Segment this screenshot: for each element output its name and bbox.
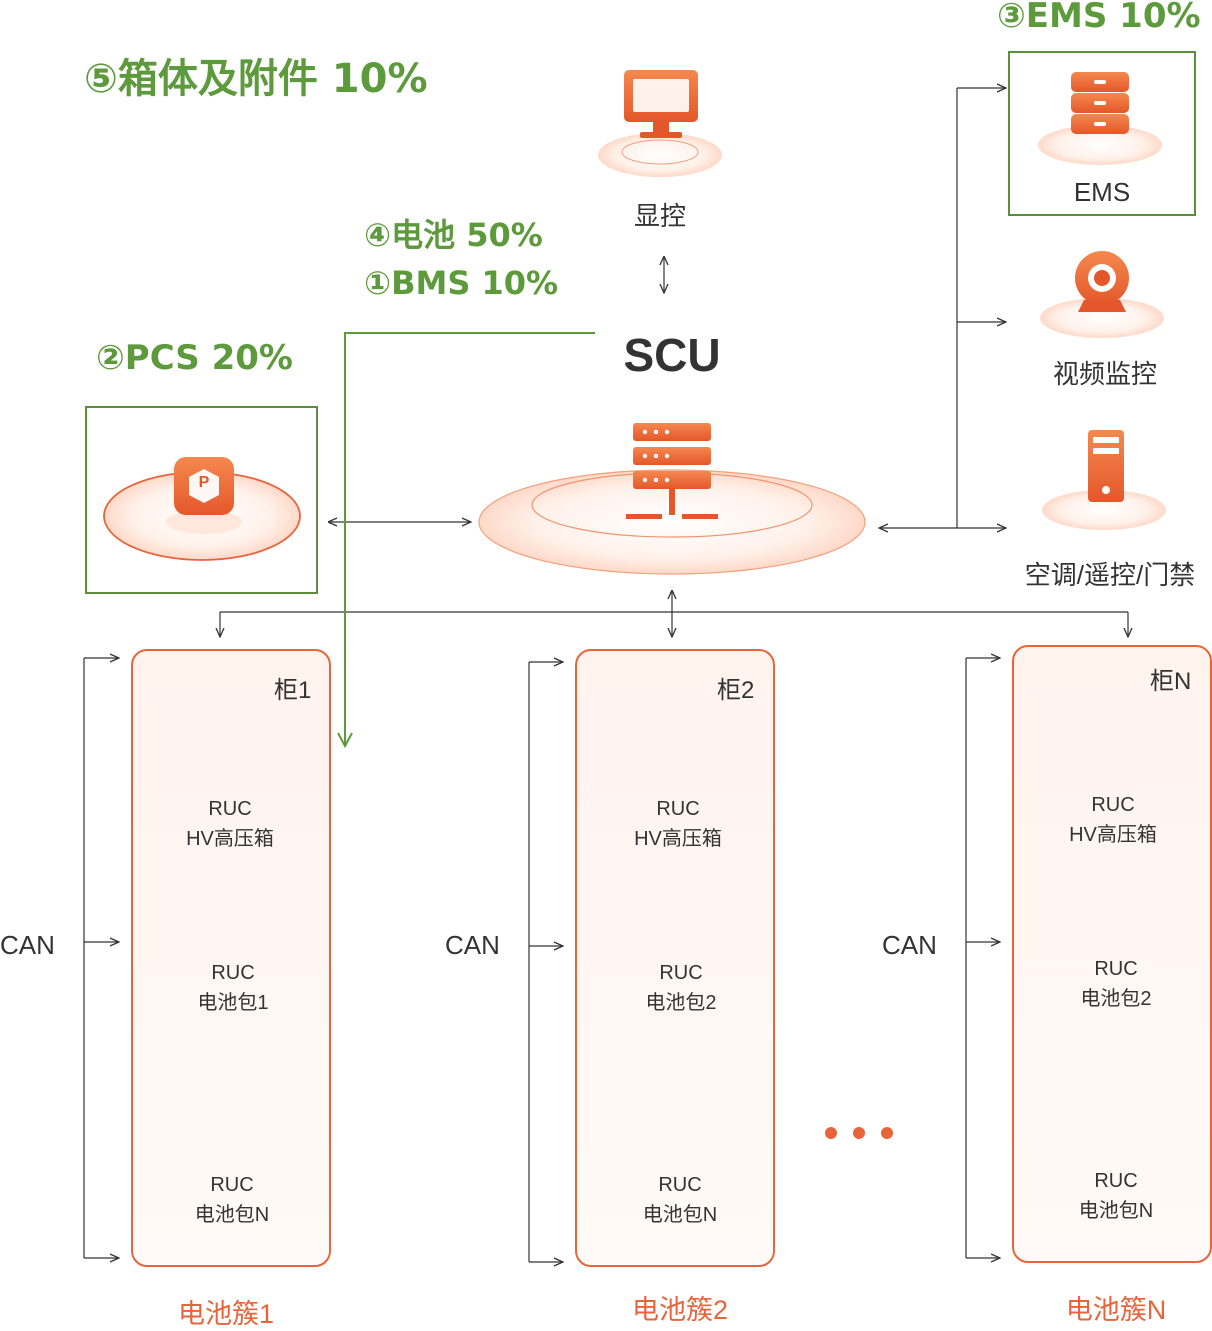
tower-computer-icon — [1042, 430, 1166, 530]
ems-server-icon — [1038, 72, 1162, 165]
pcs-icon — [103, 457, 301, 561]
cabinet-2-pack-a: 电池包2 — [645, 992, 717, 1014]
battery-annotation: ④电池 50% — [364, 216, 543, 254]
cabinet-1 — [131, 649, 331, 1267]
hvac-label: 空调/遥控/门禁 — [1024, 560, 1196, 590]
pcs-annotation: ②PCS 20% — [96, 338, 293, 378]
cabinet-1-pack-n: 电池包N — [194, 1204, 270, 1226]
cabinet-1-title: 柜1 — [274, 677, 312, 704]
cabinet-n-pack-a-ruc: RUC — [1094, 958, 1138, 980]
cabinet-2-title: 柜2 — [717, 677, 755, 704]
cabinet-1-hv: HV高压箱 — [186, 828, 274, 850]
bms-annotation: ①BMS 10% — [364, 264, 559, 302]
cabinet-1-pack-a: 电池包1 — [197, 992, 269, 1014]
cabinet-n-hv-ruc: RUC — [1091, 794, 1135, 816]
cabinet-n-pack-n-ruc: RUC — [1094, 1170, 1138, 1192]
cabinet-2-hv-ruc: RUC — [656, 798, 700, 820]
cabinet-1-hv-ruc: RUC — [208, 798, 252, 820]
can-label-2: CAN — [445, 930, 500, 960]
cluster-1-label: 电池簇1 — [177, 1299, 275, 1329]
cabinet-1-pack-a-ruc: RUC — [211, 962, 255, 984]
ems-highlight-box — [1008, 51, 1196, 216]
video-label: 视频监控 — [1052, 359, 1157, 389]
cluster-n-label: 电池簇N — [1065, 1295, 1167, 1325]
cabinet-2-pack-a-ruc: RUC — [659, 962, 703, 984]
cabinet-n — [1012, 645, 1212, 1263]
display-label: 显控 — [633, 201, 686, 231]
can-label-n: CAN — [882, 930, 937, 960]
cabinet-2-pack-n-ruc: RUC — [658, 1174, 702, 1196]
cluster-2-label: 电池簇2 — [631, 1295, 729, 1325]
cabinet-n-hv: HV高压箱 — [1069, 824, 1157, 846]
box-annotation: ⑤箱体及附件 10% — [84, 56, 428, 102]
green-arrow — [345, 332, 595, 745]
cabinet-n-pack-a: 电池包2 — [1080, 988, 1152, 1010]
ems-label: EMS — [1073, 177, 1131, 207]
can-label-1: CAN — [0, 930, 55, 960]
cabinet-1-pack-n-ruc: RUC — [210, 1174, 254, 1196]
scu-label: SCU — [623, 329, 721, 381]
ems-annotation: ③EMS 10% — [997, 0, 1201, 36]
cabinet-2-hv: HV高压箱 — [634, 828, 722, 850]
cabinet-n-pack-n: 电池包N — [1078, 1200, 1154, 1222]
pcs-icon-letter: P — [198, 474, 210, 491]
cabinet-2 — [575, 649, 775, 1267]
display-monitor-icon — [598, 70, 722, 177]
pcs-highlight-box — [85, 406, 318, 594]
cabinet-n-title: 柜N — [1150, 668, 1192, 695]
cabinet-2-pack-n: 电池包N — [642, 1204, 718, 1226]
scu-server-icon — [478, 423, 866, 575]
webcam-icon — [1040, 251, 1164, 338]
